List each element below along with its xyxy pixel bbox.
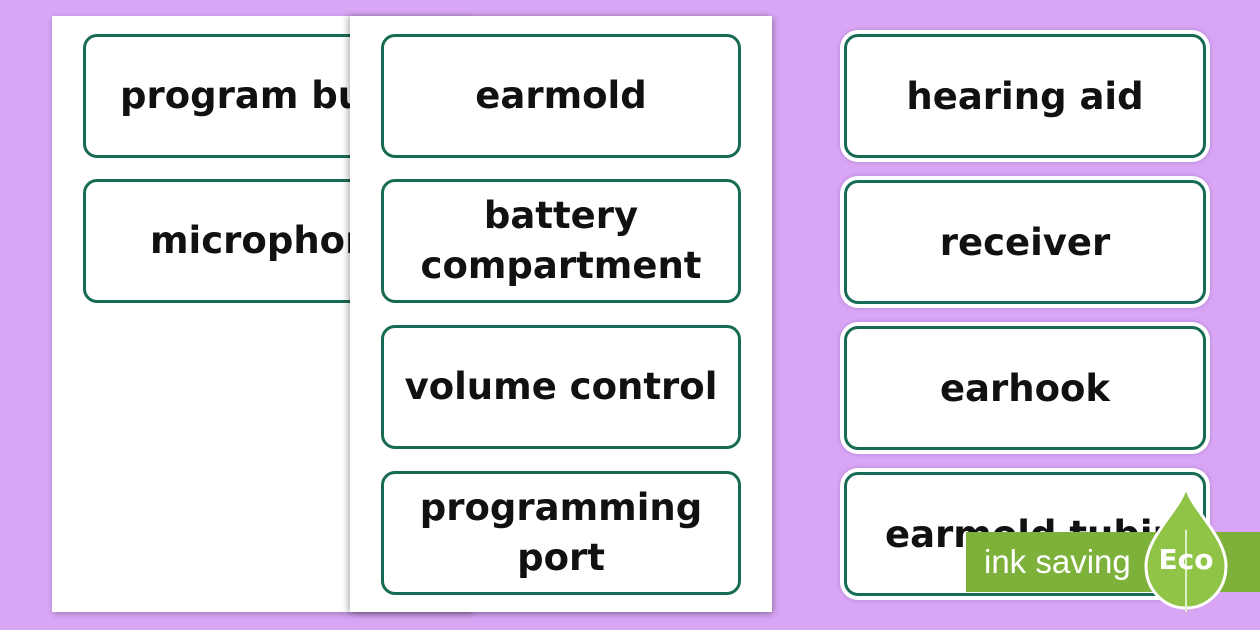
loose-card-hearing-aid: hearing aid xyxy=(840,30,1210,162)
loose-card-receiver: receiver xyxy=(840,176,1210,308)
card-label: earmold xyxy=(475,74,647,117)
card-label-line-1: programming xyxy=(419,486,703,529)
card-label: volume control xyxy=(404,365,718,408)
card-label: earhook xyxy=(844,326,1206,450)
word-card-programming-port: programming port xyxy=(381,471,741,595)
word-card-battery-compartment: battery compartment xyxy=(381,179,741,303)
word-card-earmold: earmold xyxy=(381,34,741,158)
card-label: hearing aid xyxy=(844,34,1206,158)
front-sheet: earmold battery compartment volume contr… xyxy=(350,16,772,612)
ink-saving-text: ink saving xyxy=(984,543,1131,580)
card-label: receiver xyxy=(844,180,1206,304)
leaf-drop-icon xyxy=(1144,485,1228,612)
loose-card-earhook: earhook xyxy=(840,322,1210,454)
card-label-line-2: port xyxy=(517,536,605,579)
eco-label: Eco xyxy=(1158,543,1214,576)
card-label-line-2: compartment xyxy=(420,244,702,287)
word-card-volume-control: volume control xyxy=(381,325,741,449)
card-label-line-1: battery xyxy=(483,194,639,237)
